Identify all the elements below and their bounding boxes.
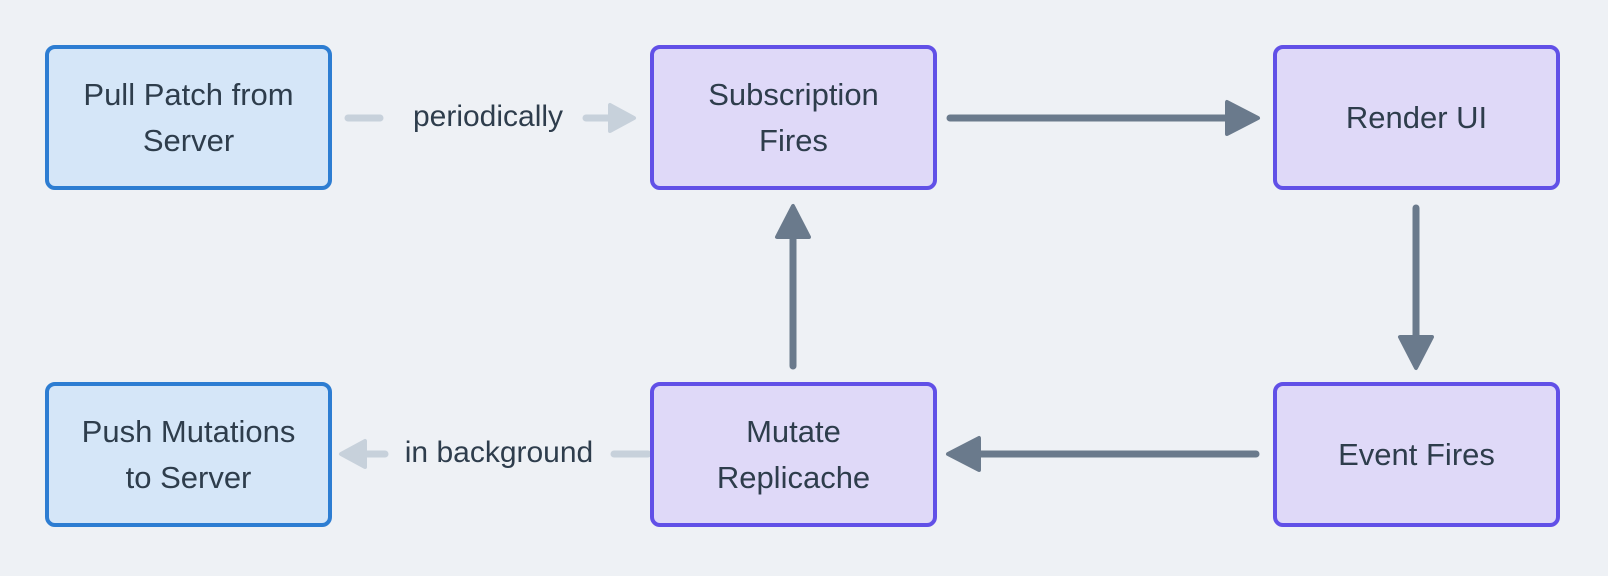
edge-label-in-background: in background [404,436,594,469]
arrowhead-left-icon [946,436,981,472]
node-label: Subscription [708,76,879,112]
edge-mutate-to-subscription [775,204,811,370]
node-render-ui: Render UI [1273,45,1560,190]
arrowhead-up-icon [775,204,811,239]
node-pull-patch-from-server: Pull Patch from Server [45,45,332,190]
arrowhead-right-icon [608,103,636,133]
node-event-fires: Event Fires [1273,382,1560,527]
node-label: Mutate [746,413,841,449]
node-label: Pull Patch from [83,76,294,112]
edge-label-periodically: periodically [412,100,564,133]
edge-subscription-to-render [946,100,1260,136]
node-label: Fires [759,122,828,158]
edge-render-to-event [1398,204,1434,370]
node-label: to Server [125,459,252,495]
node-label: Server [142,122,235,158]
node-mutate-replicache: Mutate Replicache [650,382,937,527]
node-push-mutations-to-server: Push Mutations to Server [45,382,332,527]
arrowhead-left-icon [339,439,367,469]
edge-event-to-mutate [946,436,1260,472]
arrowhead-down-icon [1398,335,1434,370]
node-label: Render UI [1345,99,1488,135]
node-subscription-fires: Subscription Fires [650,45,937,190]
node-label: Event Fires [1338,436,1495,472]
node-label: Replicache [716,459,871,495]
arrowhead-right-icon [1225,100,1260,136]
node-label: Push Mutations [81,413,296,449]
